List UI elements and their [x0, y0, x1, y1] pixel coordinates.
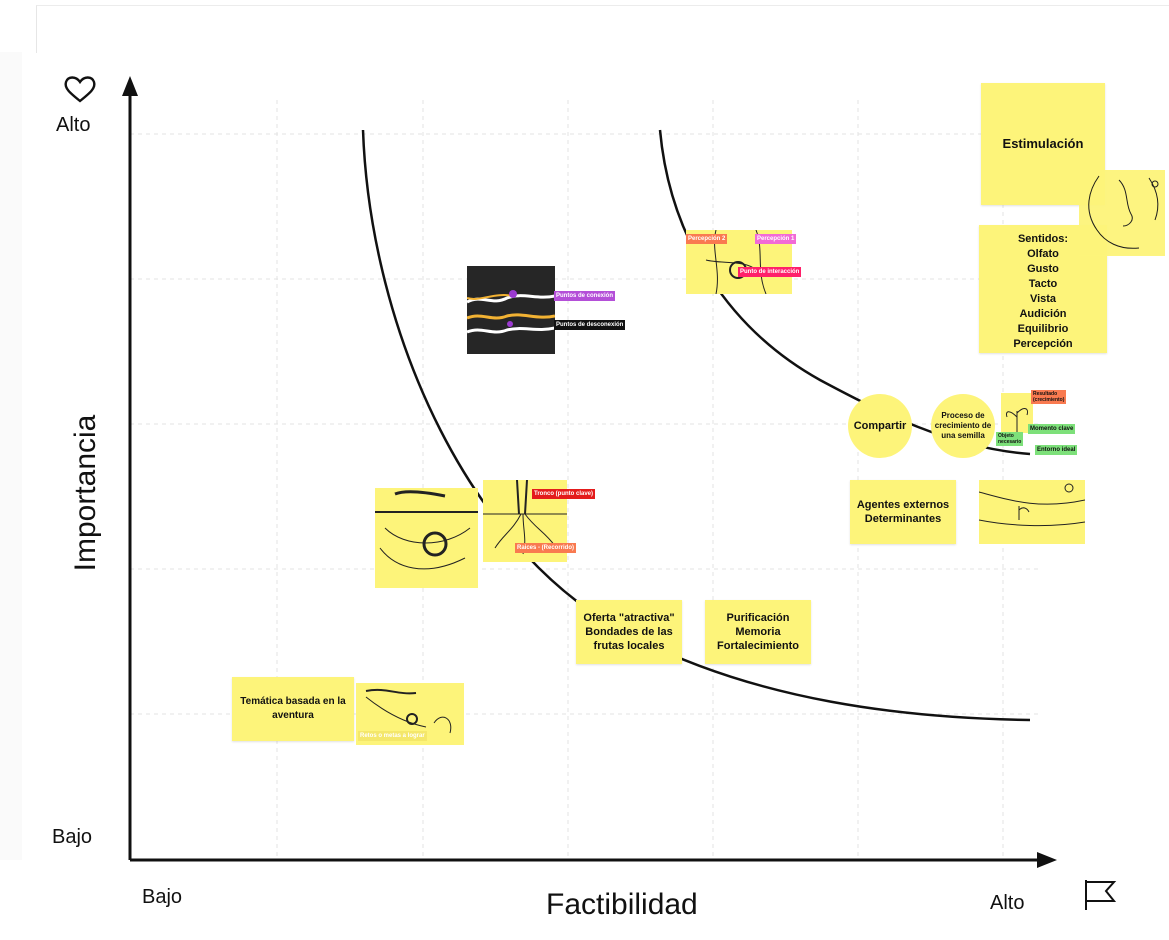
tag-entorno-ideal[interactable]: Entorno ideal — [1035, 445, 1078, 455]
face-sketch-image[interactable] — [1079, 170, 1165, 256]
circle-compartir[interactable]: Compartir — [848, 394, 912, 458]
heart-icon — [64, 76, 96, 103]
x-axis-arrow — [1037, 852, 1057, 868]
sticky-purificacion[interactable]: Purificación Memoria Fortalecimiento — [705, 600, 811, 664]
x-axis-low-label: Bajo — [142, 886, 183, 909]
sprout-sketch-image[interactable] — [1001, 393, 1033, 433]
y-axis-title: Importancia — [69, 383, 103, 603]
tag-tronco[interactable]: Tronco (punto clave) — [532, 489, 596, 499]
hole-drawing — [375, 490, 478, 570]
tag-punto-interaccion[interactable]: Punto de interacción — [738, 267, 802, 277]
top-frame — [0, 0, 1169, 53]
sprout-drawing — [1006, 408, 1028, 433]
tag-resultado[interactable]: Resultado (crecimiento) — [1031, 390, 1067, 404]
tag-puntos-conexion[interactable]: Puntos de conexión — [554, 291, 616, 301]
y-axis-high-label: Alto — [56, 114, 91, 137]
connection-sketch-image[interactable] — [466, 266, 556, 354]
hole-sketch-image[interactable] — [375, 488, 478, 588]
seed-drawing — [978, 483, 1086, 527]
grid — [130, 100, 1040, 858]
tag-raices[interactable]: Raices - (Recorrido) — [515, 543, 577, 553]
face-drawing — [1088, 175, 1159, 249]
tag-puntos-desconexion[interactable]: Puntos de desconexión — [554, 320, 626, 330]
circle-proceso-crecimiento[interactable]: Proceso de crecimiento de una semilla — [931, 394, 995, 458]
tag-objeto-necesario[interactable]: Objeto necesario — [996, 432, 1024, 446]
tag-percepcion-1[interactable]: Percepción 1 — [755, 234, 797, 244]
sticky-agentes-externos[interactable]: Agentes externos Determinantes — [850, 480, 956, 544]
y-axis-arrow — [122, 76, 138, 96]
left-margin — [0, 52, 22, 860]
tag-percepcion-2[interactable]: Percepción 2 — [686, 234, 728, 244]
flag-icon — [1085, 880, 1117, 910]
curve-left — [361, 129, 1031, 722]
y-axis-low-label: Bajo — [52, 826, 93, 849]
tag-retos[interactable]: Retos o metas a lograr — [358, 731, 427, 741]
adventure-drawing — [365, 688, 452, 734]
x-axis-title: Factibilidad — [546, 888, 698, 922]
sticky-tematica-aventura[interactable]: Temática basada en la aventura — [232, 677, 354, 741]
seed-process-sketch-image[interactable] — [978, 480, 1086, 544]
sticky-oferta-atractiva[interactable]: Oferta "atractiva" Bondades de las fruta… — [576, 600, 682, 664]
connection-lines-drawing — [466, 290, 556, 334]
x-axis-high-label: Alto — [990, 892, 1025, 915]
tag-momento-clave[interactable]: Momento clave — [1028, 424, 1076, 434]
